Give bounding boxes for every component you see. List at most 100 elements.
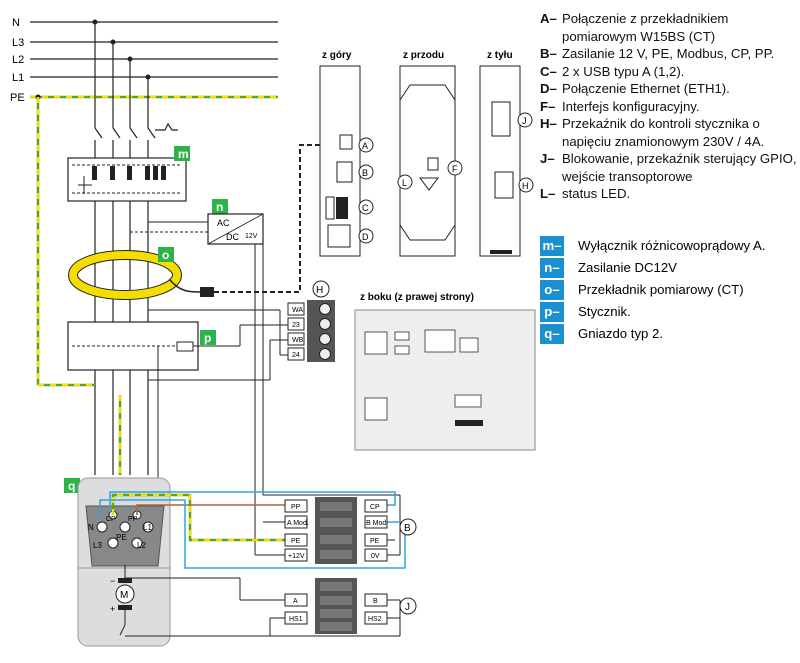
legend-text: Zasilanie 12 V, PE, Modbus, CP, PP.	[562, 46, 775, 61]
legend-components: m– Wyłącznik różnicowoprądowy A. n– Zasila…	[540, 235, 766, 345]
legend-key: D–	[540, 81, 557, 96]
psu-ac-label: AC	[217, 218, 230, 228]
svg-text:PE: PE	[291, 538, 301, 545]
device-front-view: L F	[397, 65, 463, 257]
tag-o	[158, 247, 174, 262]
svg-text:A: A	[293, 598, 298, 605]
supply-lines	[30, 21, 278, 78]
svg-text:n: n	[216, 200, 223, 214]
svg-text:HS2: HS2	[368, 616, 382, 623]
svg-text:p: p	[204, 331, 211, 345]
lock-motor	[115, 584, 135, 604]
view-front-label: z przodu	[403, 50, 444, 61]
legend-key: F–	[540, 98, 556, 114]
svg-text:D: D	[362, 232, 369, 242]
legend-text: Połączenie Ethernet (ETH1).	[562, 81, 730, 96]
line-label-l1: L1	[12, 72, 24, 84]
svg-text:−: −	[110, 576, 115, 586]
svg-text:M: M	[120, 590, 128, 601]
svg-text:24: 24	[292, 352, 300, 359]
line-label-l3: L3	[12, 37, 24, 49]
tag-q	[64, 478, 80, 493]
line-label-pe: PE	[10, 92, 25, 104]
tag-m	[174, 146, 190, 161]
svg-text:+12V: +12V	[288, 553, 305, 560]
svg-text:+: +	[110, 604, 115, 614]
svg-text:B: B	[404, 523, 411, 534]
svg-text:m: m	[178, 147, 189, 161]
socket-l1: L1	[143, 523, 152, 532]
svg-text:23: 23	[292, 322, 300, 329]
legend-text: Przekładnik pomiarowy (CT)	[578, 282, 744, 298]
legend-tag: n–	[540, 258, 564, 278]
legend-text: Stycznik.	[578, 304, 631, 320]
socket-l3: L3	[93, 541, 102, 550]
connector-j: A HS1 B HS2 J	[284, 578, 417, 634]
legend-key: B–	[540, 46, 557, 61]
svg-text:C: C	[362, 203, 369, 213]
svg-text:o: o	[162, 248, 169, 262]
view-back-label: z tyłu	[487, 50, 513, 61]
psu-12v-label: 12V	[245, 233, 258, 240]
callout-j-diagram	[399, 597, 417, 615]
svg-text:A Mod.: A Mod.	[287, 520, 309, 527]
legend-text: 2 x USB typu A (1,2).	[562, 63, 685, 79]
line-label-l2: L2	[12, 54, 24, 66]
legend-text: Blokowanie, przekaźnik sterujący GPIO, w…	[562, 151, 797, 184]
device-top-view: A B C D	[319, 65, 374, 257]
legend-key: C–	[540, 63, 557, 79]
socket-n: N	[88, 523, 94, 532]
callout-h-diagram	[312, 280, 330, 298]
legend-tag: m–	[540, 236, 564, 256]
device-back-view: J H	[479, 65, 534, 257]
socket-cp: CP	[106, 516, 116, 523]
svg-text:WA: WA	[292, 307, 303, 314]
legend-tag: o–	[540, 280, 564, 300]
legend-tag: q–	[540, 324, 564, 344]
legend-key: A–	[540, 11, 557, 26]
svg-text:L: L	[402, 178, 407, 188]
legend-text: Interfejs konfiguracyjny.	[562, 98, 700, 114]
legend-key: L–	[540, 186, 556, 201]
terminal-h: WA 23 WB 24 H	[287, 280, 335, 362]
legend-text: Połączenie z przekładnikiem pomiarowym W…	[562, 11, 729, 44]
device-side-view	[354, 309, 536, 451]
svg-text:0V: 0V	[371, 553, 380, 560]
svg-text:B Mod.: B Mod.	[366, 520, 388, 527]
svg-text:WB: WB	[292, 337, 304, 344]
svg-text:B: B	[362, 168, 368, 178]
legend-text: Wyłącznik różnicowoprądowy A.	[578, 238, 766, 254]
socket-pe: PE	[116, 533, 127, 542]
svg-text:q: q	[68, 479, 75, 493]
svg-text:H: H	[522, 181, 529, 191]
view-side-label: z boku (z prawej strony)	[360, 292, 474, 303]
svg-text:HS1: HS1	[289, 616, 303, 623]
socket-l2: L2	[137, 541, 146, 550]
svg-text:A: A	[362, 141, 368, 151]
tag-p	[200, 330, 216, 345]
callout-b-diagram	[399, 518, 417, 536]
connector-b: PP A Mod. PE +12V CP B Mod. PE 0V B	[284, 497, 417, 564]
svg-text:B: B	[373, 598, 378, 605]
svg-text:CP: CP	[370, 504, 380, 511]
view-top-label: z góry	[322, 50, 352, 61]
legend-text: Zasilanie DC12V	[578, 260, 677, 276]
line-label-n: N	[12, 17, 20, 29]
psu-dc-label: DC	[226, 232, 239, 242]
svg-text:F: F	[452, 164, 458, 174]
socket-pp: PP	[128, 516, 138, 523]
svg-text:PP: PP	[291, 504, 301, 511]
legend-text: Gniazdo typ 2.	[578, 326, 664, 342]
legend-main: A– Połączenie z przekładnikiem pomiarowym…	[540, 10, 798, 203]
legend-tag: p–	[540, 302, 564, 322]
svg-text:PE: PE	[370, 538, 380, 545]
svg-text:H: H	[316, 285, 323, 296]
tag-n	[212, 199, 228, 214]
legend-text: Przekaźnik do kontroli stycznika o napię…	[562, 116, 765, 149]
legend-text: status LED.	[562, 186, 631, 201]
svg-text:J: J	[522, 116, 527, 126]
legend-key: J–	[540, 151, 555, 166]
svg-text:J: J	[405, 602, 410, 613]
legend-key: H–	[540, 116, 557, 131]
wiring-diagram: N L3 L2 L1 PE	[10, 17, 536, 647]
